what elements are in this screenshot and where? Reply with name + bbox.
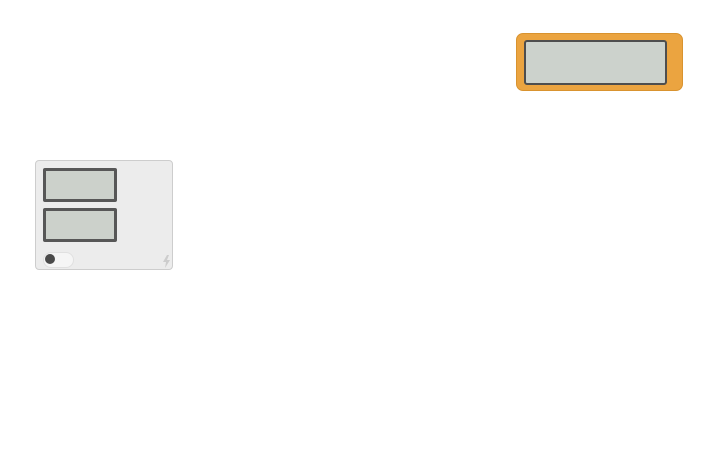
- power-toggle-knob-icon: [45, 254, 55, 264]
- multimeter[interactable]: [516, 33, 683, 91]
- power-supply[interactable]: [35, 160, 173, 270]
- psu-voltage-display: [43, 168, 117, 202]
- psu-current-display: [43, 208, 117, 242]
- multimeter-display: [524, 40, 667, 85]
- psu-power-toggle[interactable]: [43, 252, 74, 268]
- lightning-icon: [162, 253, 171, 272]
